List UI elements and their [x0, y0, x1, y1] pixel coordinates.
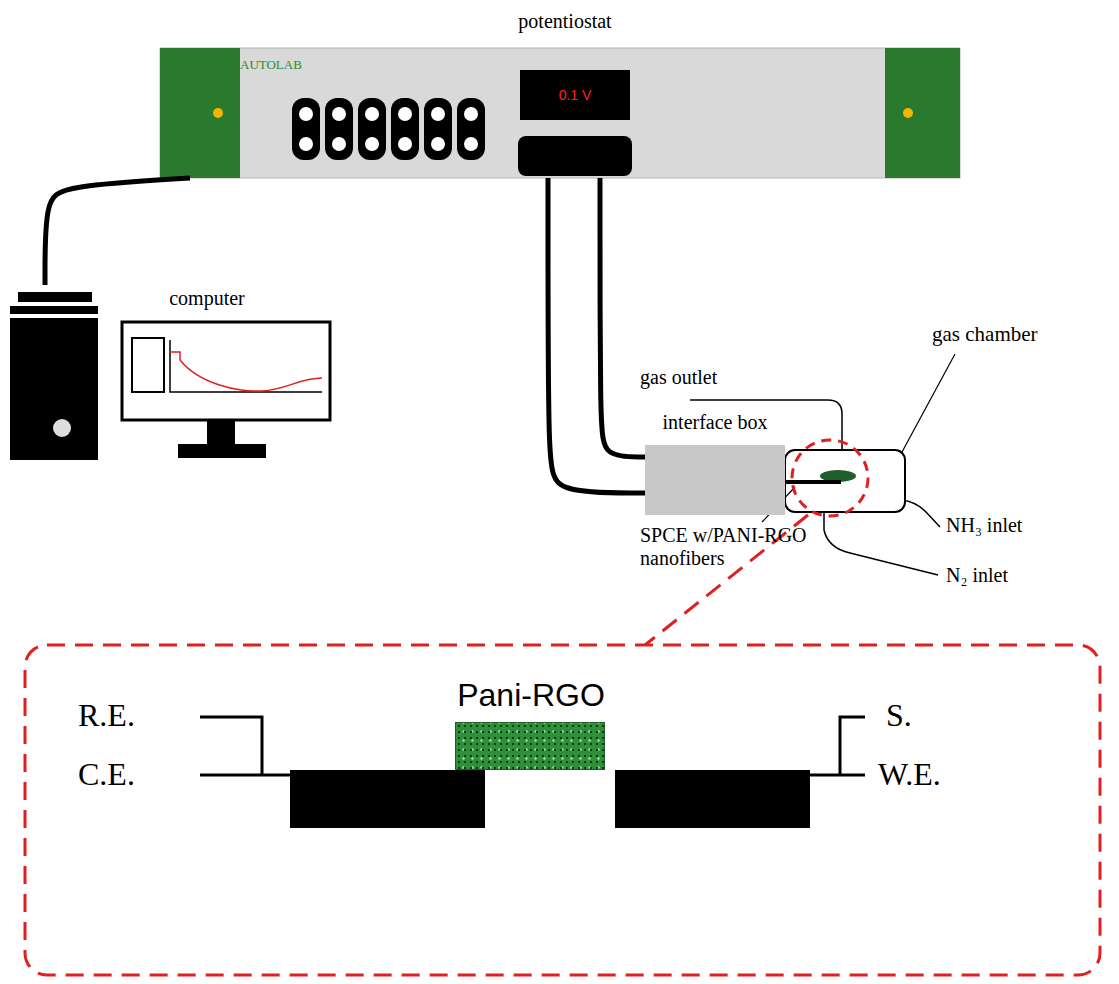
knob-block — [325, 98, 353, 160]
knob — [464, 137, 478, 151]
lead-wire — [840, 717, 865, 775]
side-panel — [885, 48, 960, 178]
knob-block — [358, 98, 386, 160]
part-label: gas chamber — [932, 322, 1038, 346]
electrode-pad — [615, 770, 810, 828]
knob — [299, 107, 313, 121]
knob — [464, 107, 478, 121]
side-panel — [160, 48, 240, 178]
potentiostat-body — [160, 48, 960, 178]
knob — [398, 137, 412, 151]
knob-block — [457, 98, 485, 160]
knob — [365, 137, 379, 151]
knob — [332, 137, 346, 151]
tower-body — [10, 318, 98, 460]
device-title: interface box — [663, 411, 768, 434]
cable — [548, 178, 645, 493]
terminal-label: C.E. — [78, 756, 135, 793]
brand-label: AUTOLAB — [240, 58, 302, 73]
monitor — [122, 322, 330, 420]
nh3-inlet-tube — [903, 500, 940, 527]
plot-curve — [170, 352, 322, 391]
inset-frame — [25, 645, 1100, 975]
plot-axes — [170, 340, 322, 392]
knob-block — [391, 98, 419, 160]
cable — [45, 178, 190, 285]
material-label: Pani-RGO — [457, 677, 605, 714]
knob — [365, 107, 379, 121]
display-panel: 0.1 V — [520, 70, 630, 120]
potentiostat-box: potentiostatAUTOLAB0.1 V — [160, 48, 960, 178]
terminal-label: S. — [886, 697, 912, 734]
knob — [299, 137, 313, 151]
knob — [398, 107, 412, 121]
lead-wire — [200, 774, 292, 777]
computer-box: computer — [10, 285, 335, 460]
device-title: computer — [169, 287, 245, 310]
screen-panel — [132, 338, 164, 392]
part-label: N₂ inlet — [946, 564, 1008, 587]
cable — [600, 178, 645, 457]
knob-block — [424, 98, 452, 160]
knob — [332, 107, 346, 121]
computer-illustration — [10, 292, 330, 460]
display-reading: 0.1 V — [559, 87, 592, 103]
device-title: potentiostat — [518, 10, 611, 33]
part-label: gas outlet — [640, 366, 717, 389]
electrode-schematic — [200, 717, 865, 828]
sensing-layer: Pani-RGO — [455, 722, 605, 770]
power-button — [53, 419, 71, 437]
terminal-label: W.E. — [878, 756, 941, 793]
potentiostat-case — [160, 48, 960, 178]
zoom-circle — [792, 440, 868, 516]
n2-inlet-tube — [824, 511, 938, 575]
lead-wire — [808, 774, 865, 777]
monitor-stand — [207, 420, 235, 446]
knob — [431, 137, 445, 151]
part-label: SPCE w/PANI-RGO nanofibers — [640, 524, 820, 570]
monitor-base — [178, 444, 266, 458]
leader-line — [902, 354, 955, 452]
cable-connector — [518, 136, 632, 176]
indicator-dot — [903, 108, 913, 118]
terminal-label: R.E. — [78, 697, 135, 734]
tower-top — [18, 292, 92, 302]
indicator-dot — [213, 108, 223, 118]
spce-strip — [785, 480, 841, 484]
electrode-pad — [290, 770, 485, 828]
knob-block — [292, 98, 320, 160]
knob-array — [292, 98, 485, 160]
part-label: NH₃ inlet — [946, 514, 1022, 537]
zoom-callout — [25, 440, 1100, 975]
lead-wire — [200, 717, 262, 775]
knob — [431, 107, 445, 121]
interface-box: interface box — [645, 445, 785, 515]
tower-slot — [10, 306, 98, 314]
